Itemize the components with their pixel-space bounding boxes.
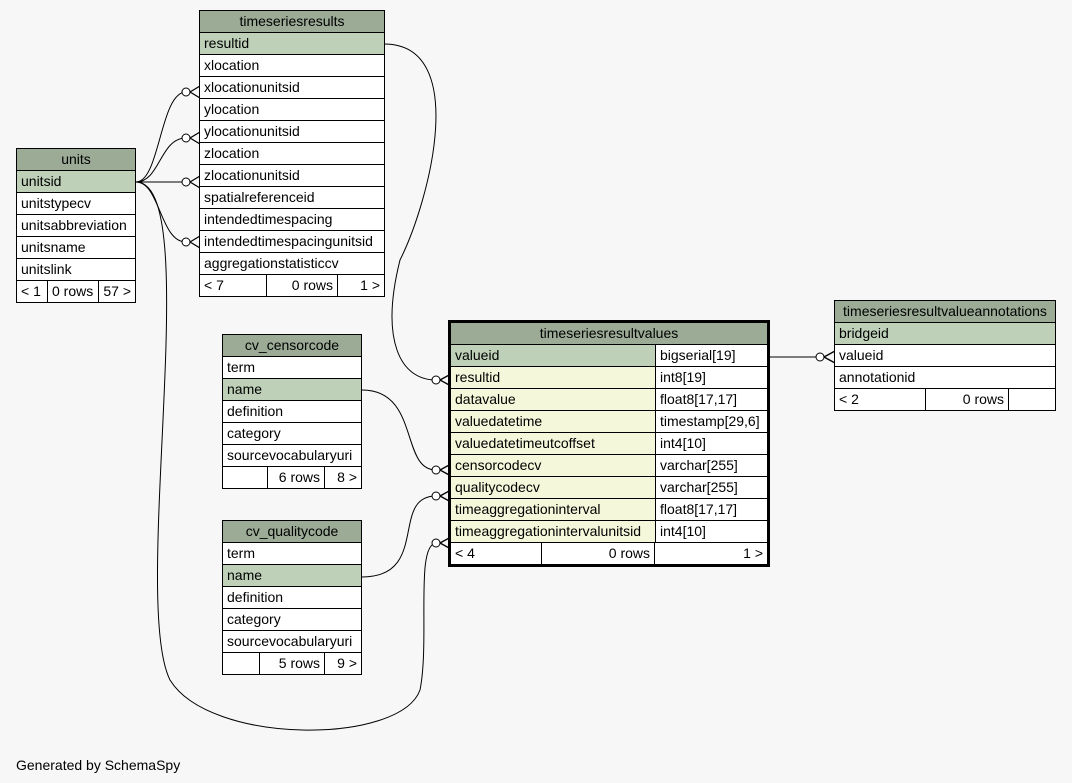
table-timeseriesresultvalueannotations[interactable]: timeseriesresultvalueannotations bridgei…	[834, 300, 1056, 411]
edge-marker-circle	[431, 491, 441, 501]
column-sourcevocabularyuri[interactable]: sourcevocabularyuri	[222, 630, 362, 653]
column-unitsname[interactable]: unitsname	[16, 236, 136, 259]
column-category[interactable]: category	[222, 608, 362, 631]
column-name[interactable]: name	[222, 378, 362, 401]
table-title[interactable]: timeseriesresultvalueannotations	[834, 300, 1056, 323]
edge-qualitycode-qualitycodecv	[361, 495, 437, 578]
edge-units-xlocationunitsid	[135, 91, 187, 183]
column-valuedatetime[interactable]: valuedatetime	[450, 410, 656, 433]
table-footer-parents: < 2	[835, 389, 926, 410]
column-aggregationstatisticcv[interactable]: aggregationstatisticcv	[199, 252, 385, 275]
column-valuedatetimeutcoffset[interactable]: valuedatetimeutcoffset	[450, 432, 656, 455]
table-cv-qualitycode[interactable]: cv_qualitycode term name definition cate…	[222, 520, 362, 675]
column-ylocationunitsid[interactable]: ylocationunitsid	[199, 120, 385, 143]
edge-marker-circle	[181, 87, 191, 97]
edge-units-ylocationunitsid	[135, 137, 187, 183]
column-intendedtimespacingunitsid[interactable]: intendedtimespacingunitsid	[199, 230, 385, 253]
table-units[interactable]: units unitsid unitstypecv unitsabbreviat…	[16, 148, 136, 303]
column-xlocation[interactable]: xlocation	[199, 54, 385, 77]
column-category[interactable]: category	[222, 422, 362, 445]
table-footer-children: 1 >	[743, 545, 763, 561]
column-timeaggregationintervalunitsid[interactable]: timeaggregationintervalunitsid	[450, 520, 656, 543]
column-qualitycodecv[interactable]: qualitycodecv	[450, 476, 656, 499]
table-footer-children	[1009, 390, 1055, 410]
table-timeseriesresults[interactable]: timeseriesresults resultid xlocation xlo…	[199, 10, 385, 297]
column-timeaggregationinterval[interactable]: timeaggregationinterval	[450, 498, 656, 521]
table-footer-parents: < 4	[451, 543, 542, 564]
edge-marker-circle	[181, 133, 191, 143]
table-title[interactable]: timeseriesresultvalues	[450, 322, 768, 345]
table-timeseriesresultvalues[interactable]: timeseriesresultvalues valueid bigserial…	[448, 320, 770, 567]
edge-marker-circle	[181, 177, 191, 187]
column-ylocation[interactable]: ylocation	[199, 98, 385, 121]
column-type: int8[19]	[655, 366, 768, 389]
table-footer-children: 1 >	[360, 277, 380, 293]
column-spatialreferenceid[interactable]: spatialreferenceid	[199, 186, 385, 209]
column-zlocationunitsid[interactable]: zlocationunitsid	[199, 164, 385, 187]
table-title[interactable]: cv_qualitycode	[222, 520, 362, 543]
column-censorcodecv[interactable]: censorcodecv	[450, 454, 656, 477]
column-term[interactable]: term	[222, 542, 362, 565]
edge-marker-circle	[431, 538, 441, 548]
column-term[interactable]: term	[222, 356, 362, 379]
edge-marker-circle	[815, 352, 825, 362]
column-resultid[interactable]: resultid	[450, 366, 656, 389]
column-definition[interactable]: definition	[222, 400, 362, 423]
column-type: float8[17,17]	[655, 498, 768, 521]
table-footer-parents	[223, 467, 268, 488]
column-type: int4[10]	[655, 432, 768, 455]
column-xlocationunitsid[interactable]: xlocationunitsid	[199, 76, 385, 99]
table-footer-parents: < 7	[200, 275, 267, 296]
table-title[interactable]: units	[16, 148, 136, 171]
table-footer-children: 57 >	[103, 283, 131, 299]
table-cv-censorcode[interactable]: cv_censorcode term name definition categ…	[222, 334, 362, 489]
column-annotationid[interactable]: annotationid	[834, 366, 1056, 389]
column-name[interactable]: name	[222, 564, 362, 587]
table-footer-rows: 0 rows	[541, 543, 655, 564]
column-type: timestamp[29,6]	[655, 410, 768, 433]
edge-marker-circle	[431, 465, 441, 475]
column-unitsid[interactable]: unitsid	[16, 170, 136, 193]
generated-by-label: Generated by SchemaSpy	[16, 757, 181, 773]
table-footer-rows: 5 rows	[259, 653, 325, 674]
column-bridgeid[interactable]: bridgeid	[834, 322, 1056, 345]
table-footer-rows: 0 rows	[47, 281, 99, 302]
column-resultid[interactable]: resultid	[199, 32, 385, 55]
edge-results-resultid	[383, 43, 437, 381]
column-type: int4[10]	[655, 520, 768, 543]
column-datavalue[interactable]: datavalue	[450, 388, 656, 411]
column-definition[interactable]: definition	[222, 586, 362, 609]
column-sourcevocabularyuri[interactable]: sourcevocabularyuri	[222, 444, 362, 467]
table-footer-parents	[223, 653, 260, 674]
column-unitslink[interactable]: unitslink	[16, 258, 136, 281]
column-unitsabbreviation[interactable]: unitsabbreviation	[16, 214, 136, 237]
edge-units-intendedtimespacingunitsid	[135, 181, 187, 243]
column-type: float8[17,17]	[655, 388, 768, 411]
table-title[interactable]: cv_censorcode	[222, 334, 362, 357]
edge-marker-circle	[181, 237, 191, 247]
column-zlocation[interactable]: zlocation	[199, 142, 385, 165]
table-footer-rows: 0 rows	[266, 275, 338, 296]
column-unitstypecv[interactable]: unitstypecv	[16, 192, 136, 215]
column-intendedtimespacing[interactable]: intendedtimespacing	[199, 208, 385, 231]
edge-marker-circle	[431, 375, 441, 385]
column-valueid[interactable]: valueid	[834, 344, 1056, 367]
column-type: varchar[255]	[655, 476, 768, 499]
edge-censorcode-censorcodecv	[361, 389, 437, 471]
column-type: bigserial[19]	[655, 344, 768, 367]
column-type: varchar[255]	[655, 454, 768, 477]
table-title[interactable]: timeseriesresults	[199, 10, 385, 33]
table-footer-children: 9 >	[337, 655, 357, 671]
table-footer-rows: 6 rows	[267, 467, 325, 488]
column-valueid[interactable]: valueid	[450, 344, 656, 367]
table-footer-children: 8 >	[337, 469, 357, 485]
table-footer-rows: 0 rows	[925, 389, 1009, 410]
table-footer-parents: < 1	[17, 281, 48, 302]
